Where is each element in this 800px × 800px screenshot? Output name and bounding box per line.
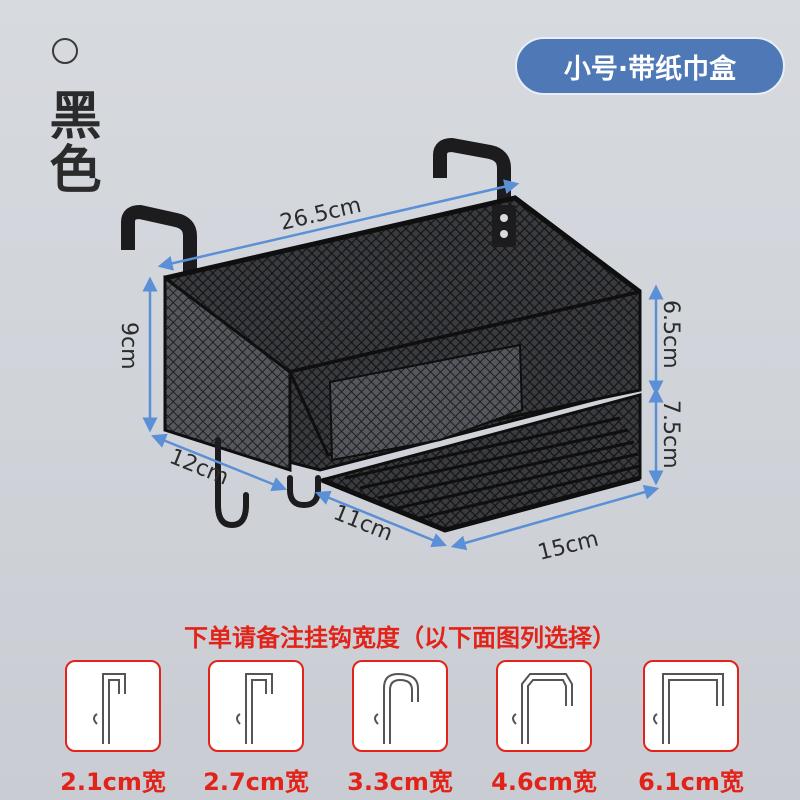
color-name-label: 黑色 (40, 88, 100, 196)
hook-option-card[interactable] (496, 660, 592, 752)
hook-icon (236, 673, 273, 744)
hook-icon (374, 672, 419, 744)
hook-option-label: 3.3cm宽 (347, 768, 453, 796)
hook-options: 2.1cm宽 2.7cm宽 3.3cm宽 4.6cm宽 6.1cm宽 (0, 660, 800, 800)
hook-icon (653, 673, 724, 744)
dimension-lines (142, 179, 664, 551)
hook-icon (93, 673, 126, 744)
product-illustration: 26.5cm 9cm 12cm 11cm 15cm 6.5cm 7.5cm (116, 138, 683, 566)
bottom-hook-left (215, 437, 249, 529)
tissue-slot (328, 343, 524, 462)
top-hook-right (433, 138, 511, 215)
dim-length-bottom: 15cm (535, 527, 601, 566)
hook-option-card[interactable] (352, 660, 448, 752)
left-side-panel (163, 274, 292, 473)
hook-option-card[interactable] (643, 660, 739, 752)
hook-icon (512, 673, 573, 744)
hook-width-hint: 下单请备注挂钩宽度（以下面图列选择） (184, 624, 616, 652)
dim-upper-height: 6.5cm (658, 300, 683, 369)
hook-option-label: 2.7cm宽 (203, 768, 309, 796)
hook-option-label: 6.1cm宽 (638, 768, 744, 796)
dim-height: 9cm (116, 322, 141, 370)
dim-lower-height: 7.5cm (658, 400, 683, 469)
dim-depth-left: 12cm (166, 444, 232, 490)
hook-option-label: 4.6cm宽 (491, 768, 597, 796)
hook-option-card[interactable] (208, 660, 304, 752)
mounting-plate (492, 205, 516, 247)
hook-option-label: 2.1cm宽 (60, 768, 166, 796)
size-badge: 小号·带纸巾盒 (515, 37, 785, 95)
bottom-hook-right (287, 475, 321, 509)
hook-option-card[interactable] (65, 660, 161, 752)
circle-outline-icon (52, 38, 78, 64)
